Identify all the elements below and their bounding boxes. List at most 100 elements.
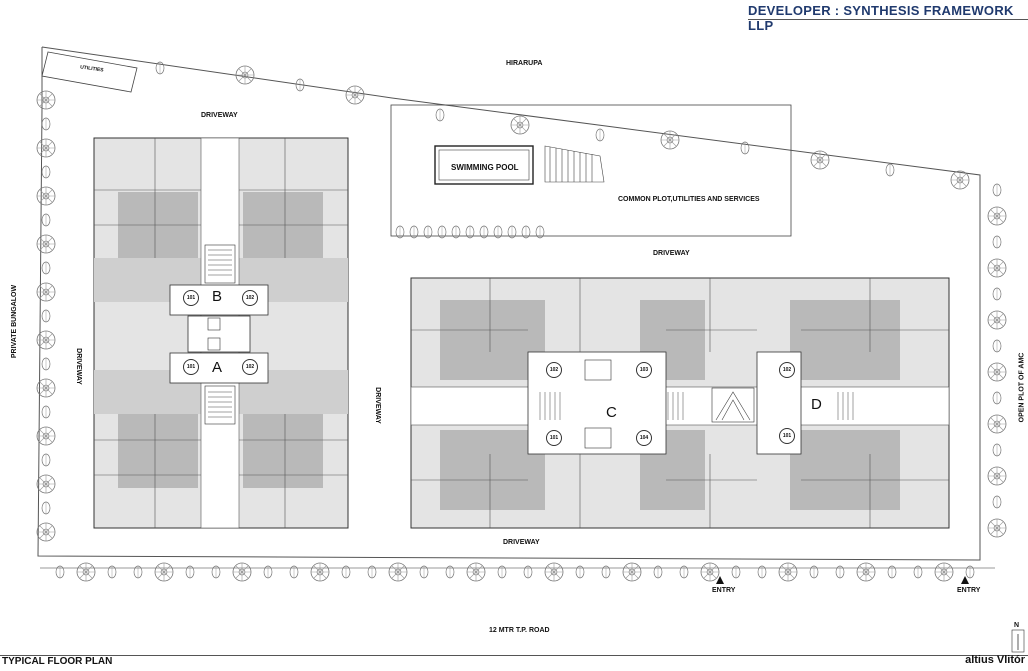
north-arrow-icon (1011, 629, 1025, 653)
block-a-label: A (212, 359, 223, 376)
tree-icon (700, 562, 720, 582)
block-d-label: D (811, 396, 822, 413)
shrub-icon (601, 565, 611, 579)
building-ab (93, 137, 349, 529)
shrub-icon (740, 141, 750, 155)
block-c-label: C (606, 404, 617, 421)
unit-c-103: 103 (636, 362, 652, 378)
driveway-label-left: DRIVEWAY (74, 348, 82, 385)
shrub-icon (41, 357, 51, 371)
unit-b-102: 102 (242, 290, 258, 306)
shrub-icon (507, 225, 517, 239)
tree-icon (622, 562, 642, 582)
shrub-icon (885, 163, 895, 177)
shrub-icon (992, 391, 1002, 405)
driveway-label-top: DRIVEWAY (201, 112, 238, 119)
tree-icon (466, 562, 486, 582)
shrub-icon (41, 261, 51, 275)
shrub-icon (523, 565, 533, 579)
unit-a-101: 101 (183, 359, 199, 375)
unit-c-102: 102 (546, 362, 562, 378)
tree-icon (36, 330, 56, 350)
tree-icon (36, 474, 56, 494)
swimming-pool-label: SWIMMING POOL (451, 163, 519, 172)
common-plot-area (390, 104, 792, 237)
unit-d-102: 102 (779, 362, 795, 378)
tree-icon (987, 466, 1007, 486)
entry-arrow-icon (961, 576, 969, 584)
driveway-label-center: DRIVEWAY (373, 387, 381, 424)
shrub-icon (435, 108, 445, 122)
shrub-icon (992, 443, 1002, 457)
tree-icon (232, 562, 252, 582)
shrub-icon (41, 213, 51, 227)
shrub-icon (437, 225, 447, 239)
shrub-icon (465, 225, 475, 239)
swimming-pool (434, 145, 534, 185)
unit-c-101: 101 (546, 430, 562, 446)
tree-icon (987, 414, 1007, 434)
footer-rule (0, 655, 1028, 656)
shrub-icon (419, 565, 429, 579)
shrub-icon (479, 225, 489, 239)
private-bungalow-label: PRIVATE BUNGALOW (11, 284, 19, 359)
entry-arrow-icon (716, 576, 724, 584)
building-cd (410, 277, 950, 529)
tree-icon (950, 170, 970, 190)
shrub-icon (263, 565, 273, 579)
tree-icon (36, 234, 56, 254)
shrub-icon (211, 565, 221, 579)
tree-icon (388, 562, 408, 582)
shrub-icon (679, 565, 689, 579)
shrub-icon (155, 61, 165, 75)
shrub-icon (133, 565, 143, 579)
tree-icon (154, 562, 174, 582)
shrub-icon (965, 565, 975, 579)
shrub-icon (731, 565, 741, 579)
brand-logo: altius Vlitór (965, 654, 1025, 666)
open-plot-label: OPEN PLOT OF AMC (1018, 352, 1026, 423)
shrub-icon (497, 565, 507, 579)
shrub-icon (107, 565, 117, 579)
shrub-icon (835, 565, 845, 579)
shrub-icon (992, 339, 1002, 353)
tree-icon (36, 90, 56, 110)
entry-label-1: ENTRY (712, 587, 736, 594)
shrub-icon (451, 225, 461, 239)
shrub-icon (367, 565, 377, 579)
tree-icon (987, 206, 1007, 226)
shrub-icon (41, 117, 51, 131)
shrub-icon (41, 453, 51, 467)
shrub-icon (41, 501, 51, 515)
shrub-icon (185, 565, 195, 579)
shrub-icon (887, 565, 897, 579)
unit-a-102: 102 (242, 359, 258, 375)
entry-label-2: ENTRY (957, 587, 981, 594)
shrub-icon (757, 565, 767, 579)
tree-icon (544, 562, 564, 582)
shrub-icon (653, 565, 663, 579)
tree-icon (36, 282, 56, 302)
developer-title: DEVELOPER : SYNTHESIS FRAMEWORK LLP (748, 3, 1014, 33)
shrub-icon (41, 309, 51, 323)
tree-icon (36, 426, 56, 446)
common-plot-stairs (544, 145, 605, 183)
shrub-icon (341, 565, 351, 579)
shrub-icon (595, 128, 605, 142)
shrub-icon (423, 225, 433, 239)
tree-icon (36, 186, 56, 206)
shrub-icon (992, 495, 1002, 509)
tree-icon (510, 115, 530, 135)
driveway-label-mid: DRIVEWAY (653, 250, 690, 257)
shrub-icon (41, 405, 51, 419)
header-bar: DEVELOPER : SYNTHESIS FRAMEWORK LLP (748, 1, 1028, 33)
hirarupa-label: HIRARUPA (506, 60, 543, 67)
tree-icon (934, 562, 954, 582)
shrub-icon (809, 565, 819, 579)
unit-b-101: 101 (183, 290, 199, 306)
tree-icon (660, 130, 680, 150)
tree-icon (235, 65, 255, 85)
sheet-title: TYPICAL FLOOR PLAN (2, 656, 113, 667)
